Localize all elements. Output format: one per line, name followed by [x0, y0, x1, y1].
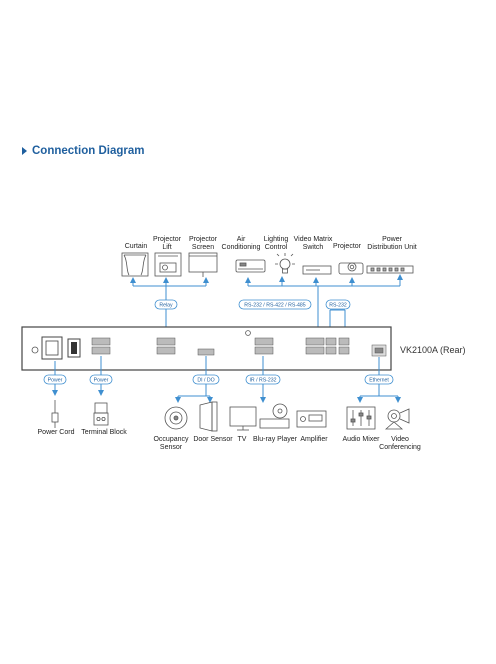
- label-tv: TV: [238, 436, 247, 443]
- terminal-power: [91, 337, 111, 355]
- label-occupancy-sensor-1: Occupancy: [153, 436, 189, 443]
- projector-lift-icon: [154, 252, 182, 277]
- label-audio-mixer: Audio Mixer: [343, 436, 381, 443]
- power-cord-icon: [51, 400, 59, 428]
- pdu-icon: [366, 265, 414, 274]
- video-matrix-switch-icon: [302, 265, 332, 275]
- tv-icon: [229, 406, 257, 431]
- label-video-matrix-switch-1: Video Matrix: [294, 236, 333, 243]
- label-occupancy-sensor-2: Sensor: [160, 444, 183, 451]
- section-title: Connection Diagram: [32, 145, 145, 157]
- svg-text:RS-232: RS-232: [329, 303, 347, 309]
- amplifier-icon: [296, 410, 327, 428]
- power-inlet-icon: [41, 336, 63, 360]
- ground-screw-icon: [31, 346, 39, 354]
- svg-text:Power: Power: [48, 378, 63, 384]
- ethernet-pill: Ethernet: [364, 374, 394, 385]
- light-bulb-icon: [275, 253, 295, 274]
- terminal-ir: [254, 337, 274, 355]
- label-curtain: Curtain: [125, 243, 148, 250]
- label-power-cord: Power Cord: [38, 429, 75, 436]
- triangle-bullet-icon: [22, 147, 27, 155]
- label-video-conferencing-2: Conferencing: [379, 444, 421, 451]
- label-air-conditioning-1: Air: [237, 236, 246, 243]
- ir-rs232-pill: IR / RS-232: [245, 374, 281, 385]
- audio-mixer-icon: [346, 406, 376, 430]
- relay-pill: Relay: [154, 299, 178, 310]
- label-lighting-control-2: Control: [265, 244, 288, 251]
- svg-text:Ethernet: Ethernet: [369, 378, 389, 384]
- door-sensor-icon: [199, 401, 218, 432]
- label-projector-lift-1: Projector: [153, 236, 182, 243]
- rs232-pill: RS-232: [325, 299, 351, 310]
- label-lighting-control-1: Lighting: [264, 236, 289, 243]
- power-pill-1: Power: [43, 374, 67, 385]
- terminal-relay: [156, 337, 176, 355]
- label-video-matrix-switch-2: Switch: [303, 244, 324, 251]
- curtain-icon: [121, 252, 149, 277]
- label-amplifier: Amplifier: [300, 436, 328, 443]
- svg-text:DI / DO: DI / DO: [197, 378, 214, 384]
- terminal-connectors: [91, 337, 387, 357]
- rs-multi-pill: RS-232 / RS-422 / RS-485: [238, 299, 312, 310]
- label-terminal-block: Terminal Block: [81, 429, 127, 436]
- terminal-rs232-b: [338, 337, 350, 355]
- label-pdu-2: Distribution Unit: [367, 244, 416, 251]
- ethernet-port-icon: [371, 344, 387, 357]
- label-air-conditioning-2: Conditioning: [222, 244, 261, 251]
- power-pill-2: Power: [89, 374, 113, 385]
- terminal-block-icon: [93, 402, 109, 426]
- video-conferencing-icon: [384, 408, 410, 430]
- terminal-rs232-a: [325, 337, 337, 355]
- svg-text:RS-232 / RS-422 / RS-485: RS-232 / RS-422 / RS-485: [244, 303, 306, 309]
- dido-pill: DI / DO: [192, 374, 220, 385]
- air-conditioner-icon: [235, 259, 266, 273]
- occupancy-sensor-icon: [164, 406, 188, 430]
- bluray-player-icon: [259, 403, 290, 429]
- terminal-dido: [197, 348, 215, 356]
- projector-icon: [338, 262, 364, 275]
- label-video-conferencing-1: Video: [391, 436, 409, 443]
- label-pdu-1: Power: [382, 236, 403, 243]
- section-heading: Connection Diagram: [22, 145, 144, 157]
- label-projector-screen-1: Projector: [189, 236, 218, 243]
- label-projector-lift-2: Lift: [162, 244, 171, 251]
- svg-text:Relay: Relay: [159, 303, 173, 309]
- projector-screen-icon: [188, 252, 218, 277]
- terminal-rs-multi: [305, 337, 325, 355]
- label-projector: Projector: [333, 243, 362, 250]
- svg-text:IR / RS-232: IR / RS-232: [249, 378, 276, 384]
- device-model-label: VK2100A (Rear): [400, 345, 466, 355]
- label-projector-screen-2: Screen: [192, 244, 214, 251]
- ground-icon: [245, 330, 251, 336]
- label-door-sensor: Door Sensor: [193, 436, 233, 443]
- label-bluray-player: Blu-ray Player: [253, 436, 298, 443]
- svg-text:Power: Power: [94, 378, 109, 384]
- power-switch-icon: [67, 338, 81, 358]
